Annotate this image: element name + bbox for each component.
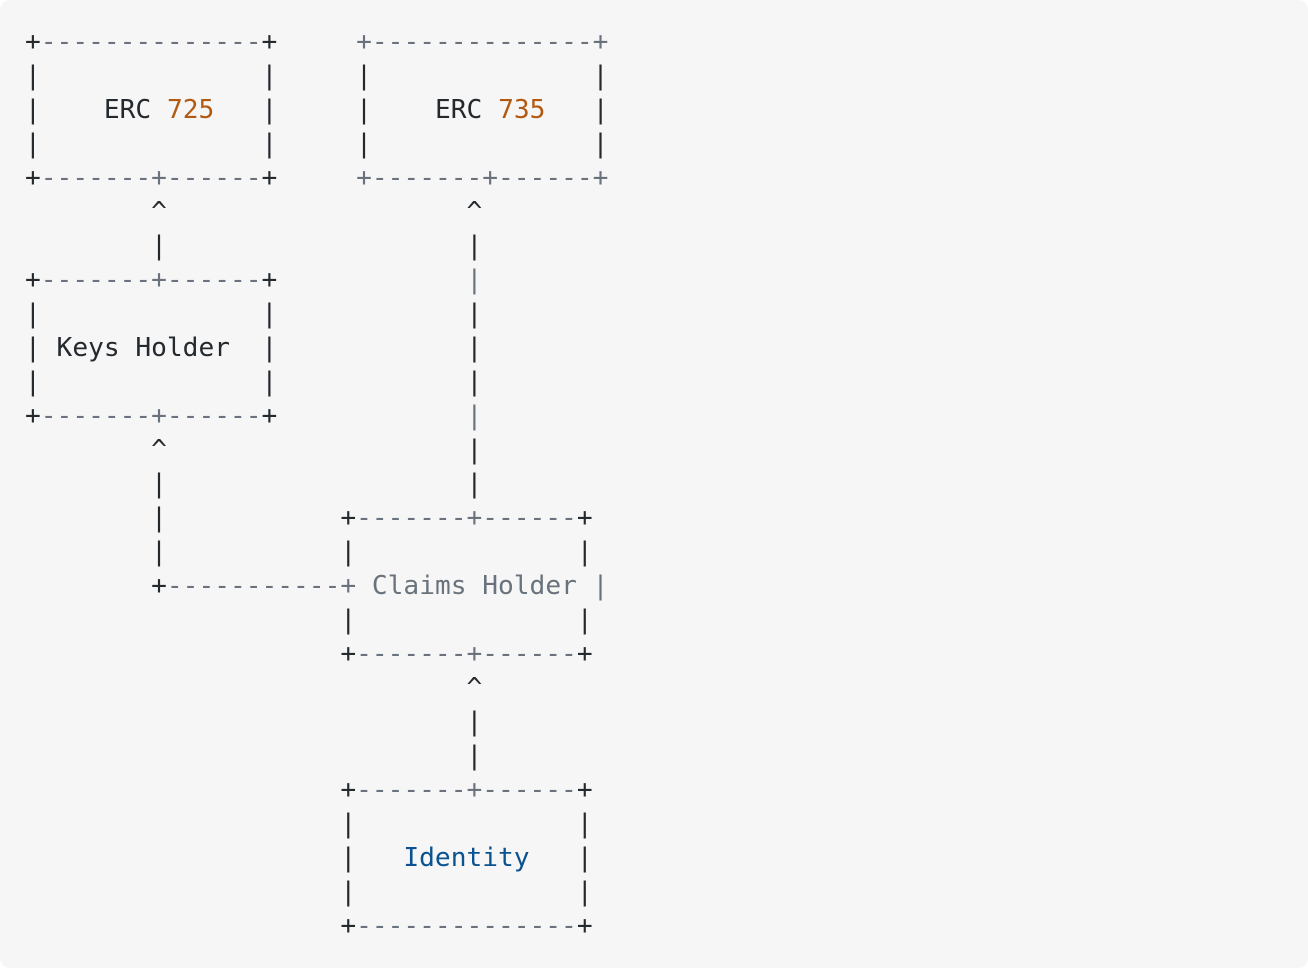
erc725-label: ERC 725	[104, 95, 214, 125]
erc735-word: ERC	[434, 95, 483, 125]
keys-holder-label: Keys Holder	[56, 333, 230, 363]
erc735-number: 735	[498, 95, 546, 125]
identity-label: Identity	[403, 843, 530, 873]
arrow-to-keys-holder: ^	[151, 435, 167, 465]
erc725-box-top: +--------------+	[25, 27, 278, 57]
erc735-label: ERC 735	[435, 95, 545, 125]
arrow-to-erc725: ^	[151, 197, 167, 227]
erc725-word: ERC	[103, 95, 152, 125]
erc725-number: 725	[166, 95, 215, 125]
ascii-diagram: +--------------+ +--------------+ | | | …	[25, 27, 609, 941]
claims-holder-label: Claims Holder	[371, 571, 577, 601]
arrow-to-claims-holder: ^	[466, 673, 483, 703]
arrow-to-erc735: ^	[466, 197, 483, 227]
erc735-box-top: +--------------+	[356, 27, 609, 57]
